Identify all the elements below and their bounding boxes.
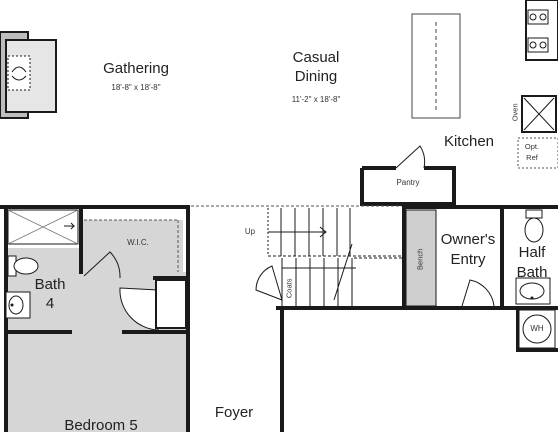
foyer-label: Foyer [214, 404, 254, 421]
half-bath-fixtures [515, 209, 551, 305]
opt-ref-space [517, 137, 558, 169]
kitchen-counter [525, 0, 558, 61]
walls [0, 205, 558, 432]
kitchen-label: Kitchen [443, 133, 495, 150]
bench [405, 209, 437, 307]
stairs-up-label: Up [244, 227, 256, 236]
toilet-bath-4 [7, 255, 39, 277]
casual-dining-dimensions: 11'-2" x 18'-8" [291, 95, 341, 104]
wic-floor [83, 220, 183, 272]
bath-4-label-line2: 4 [45, 295, 55, 312]
casual-dining-label-line2: Dining [294, 68, 338, 85]
water-heater [518, 309, 556, 349]
coats-label: Coats [284, 278, 294, 299]
pantry [360, 145, 456, 206]
owners-entry-door [461, 279, 495, 307]
casual-dining-label-line1: Casual [292, 49, 340, 66]
bedroom-5-floor [6, 330, 186, 432]
oven [521, 95, 557, 133]
opt-ref-label-line1: Opt. [524, 142, 540, 151]
oven-label: Oven [510, 103, 520, 122]
fireplace [0, 31, 57, 119]
staircase [267, 208, 402, 306]
opt-ref-label-line2: Ref [526, 153, 538, 162]
bath-4-label-line1: Bath [34, 276, 66, 293]
door-swing-bath [83, 251, 159, 331]
wic-label: W.I.C. [127, 238, 149, 247]
shower [7, 209, 79, 245]
half-bath-label-line1: Half [518, 244, 546, 261]
linen-closet [155, 279, 187, 329]
bench-label: Bench [415, 248, 425, 270]
pantry-label: Pantry [396, 178, 420, 187]
owners-entry-label-line2: Entry [450, 251, 486, 268]
owners-entry-label-line1: Owner's [440, 231, 496, 248]
half-bath-label-line2: Bath [516, 264, 548, 281]
sink-bath-4 [5, 291, 31, 319]
gathering-label: Gathering [103, 60, 169, 77]
gathering-dimensions: 18'-8" x 18'-8" [111, 83, 161, 92]
water-heater-label: WH [530, 324, 544, 333]
kitchen-island [411, 13, 461, 119]
bedroom-5-label: Bedroom 5 [64, 417, 138, 434]
coat-closet-door [255, 265, 283, 301]
